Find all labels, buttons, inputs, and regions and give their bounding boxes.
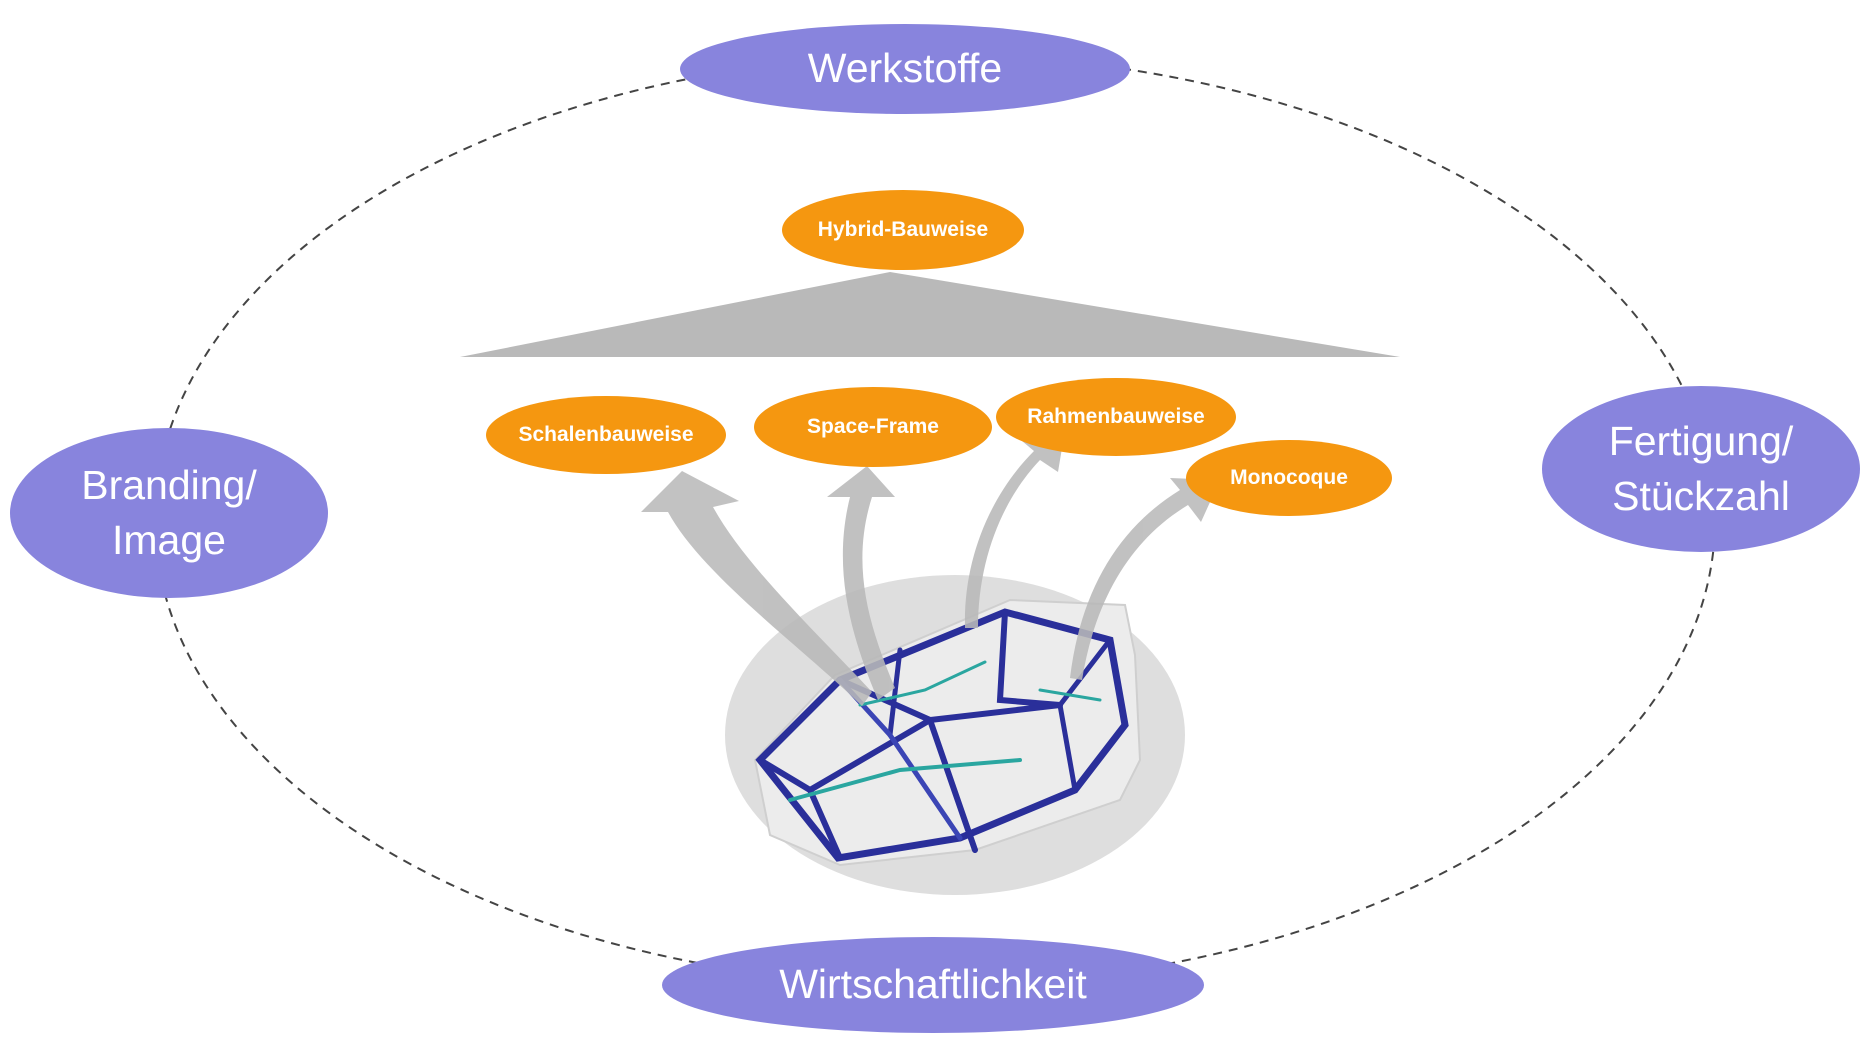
arrow-schalenbauweise	[641, 471, 872, 706]
factor-fertigung-stueckzahl-label: Fertigung/ Stückzahl	[1608, 417, 1794, 519]
factor-fertigung-stueckzahl: Fertigung/ Stückzahl	[1542, 386, 1860, 552]
factor-wirtschaftlichkeit: Wirtschaftlichkeit	[662, 937, 1204, 1033]
construction-monocoque: Monocoque	[1186, 440, 1392, 516]
construction-rahmenbauweise: Rahmenbauweise	[996, 378, 1236, 456]
construction-schalenbauweise-label: Schalenbauweise	[518, 423, 694, 446]
arrow-space-frame	[827, 466, 895, 700]
construction-rahmenbauweise-label: Rahmenbauweise	[1027, 405, 1205, 428]
factor-wirtschaftlichkeit-label: Wirtschaftlichkeit	[779, 961, 1087, 1008]
construction-monocoque-label: Monocoque	[1230, 466, 1348, 489]
factor-werkstoffe-label: Werkstoffe	[807, 45, 1003, 92]
construction-space-frame-label: Space-Frame	[807, 415, 939, 438]
hybrid-bauweise-label: Hybrid-Bauweise	[817, 218, 989, 241]
construction-space-frame: Space-Frame	[754, 387, 992, 467]
factor-werkstoffe: Werkstoffe	[680, 24, 1130, 114]
hybrid-bauweise-ellipse: Hybrid-Bauweise	[782, 190, 1024, 270]
construction-schalenbauweise: Schalenbauweise	[486, 396, 726, 474]
factor-branding-image: Branding/ Image	[10, 428, 328, 598]
factor-branding-image-label: Branding/ Image	[81, 461, 257, 563]
car-body-frame-icon	[753, 598, 1142, 867]
hybrid-triangle	[460, 272, 1400, 357]
